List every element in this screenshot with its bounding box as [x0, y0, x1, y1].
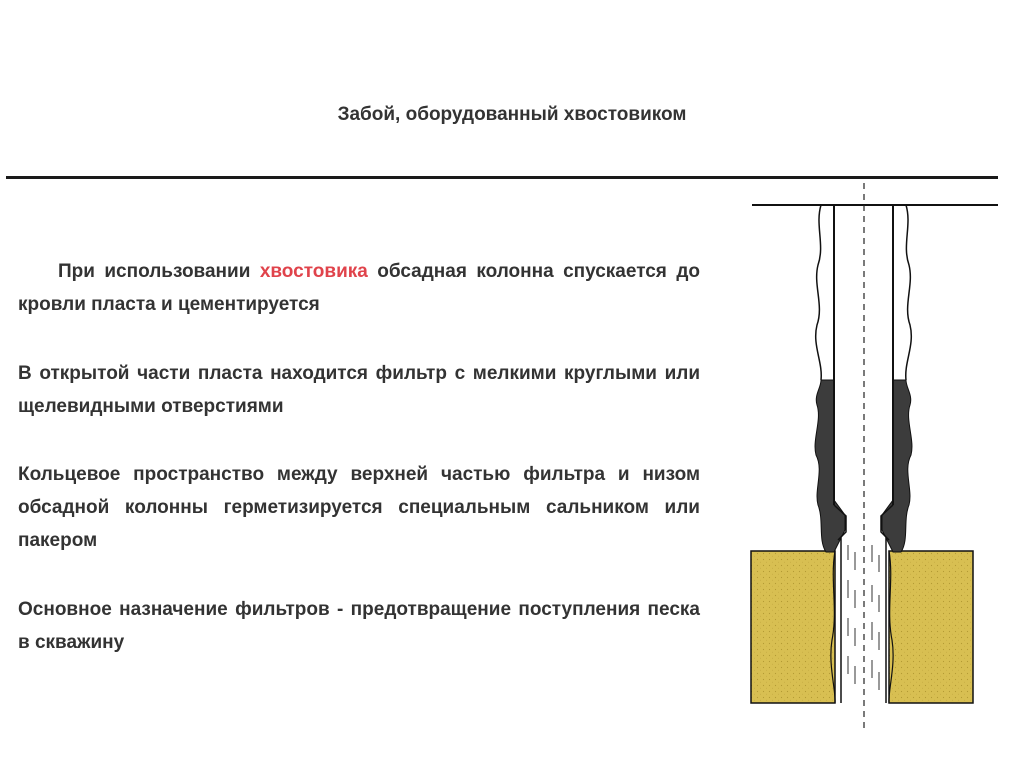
well-liner-diagram: [750, 183, 998, 732]
highlight-term-liner: хвостовика: [259, 261, 368, 282]
paragraph-text: В открытой части пласта находится фильтр…: [18, 363, 700, 417]
paragraph-text: Кольцевое пространство между верхней час…: [18, 464, 700, 551]
filter-slots: [847, 545, 880, 690]
cement-right: [881, 379, 913, 553]
paragraph-text: При использовании: [58, 261, 260, 282]
formation-right: [888, 550, 974, 704]
cement-left: [814, 379, 846, 553]
paragraph-text: Основное назначение фильтров - предотвра…: [18, 599, 700, 653]
slide-title: Забой, оборудованный хвостовиком: [337, 104, 687, 125]
paragraph-text: обсадная колонна спускается до кровли пл…: [18, 261, 700, 315]
formation-face-right: [888, 550, 894, 704]
paragraph-filter: В открытой части пласта находится фильтр…: [18, 357, 700, 423]
paragraph-annulus: Кольцевое пространство между верхней час…: [18, 458, 700, 557]
formation-face-left: [830, 550, 836, 704]
packer-left: [833, 504, 847, 541]
paragraph-liner-usage: При использовании хвостовика обсадная ко…: [18, 255, 700, 321]
paragraph-filter-purpose: Основное назначение фильтров - предотвра…: [18, 593, 700, 659]
formation-left: [750, 550, 836, 704]
borehole-wall-right: [905, 204, 912, 381]
title-divider: [6, 176, 998, 179]
packer-right: [880, 504, 894, 541]
borehole-wall-left: [815, 204, 822, 381]
